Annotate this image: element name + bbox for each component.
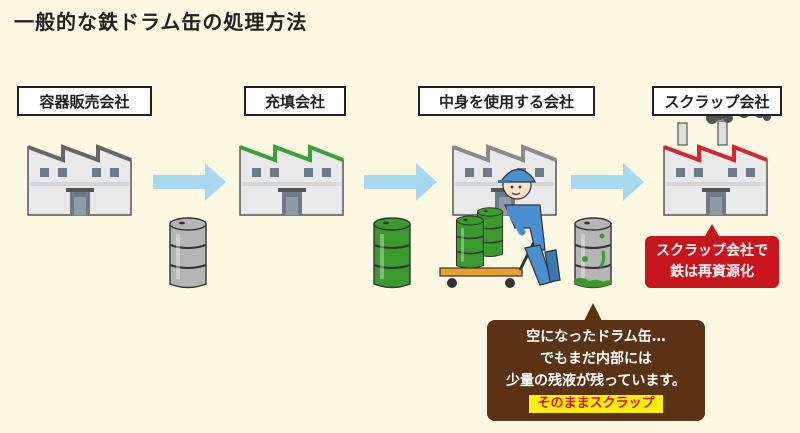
residue-drum-icon bbox=[573, 216, 613, 290]
empty-drum-icon bbox=[168, 216, 208, 290]
empty-callout-pointer bbox=[584, 303, 602, 321]
arrow-icon bbox=[571, 163, 644, 201]
factory-filling-icon bbox=[239, 144, 344, 216]
factory-user-icon bbox=[452, 144, 557, 216]
scrap-as-is-badge: そのままスクラップ bbox=[529, 395, 663, 413]
stage-label-user: 中身を使用する会社 bbox=[418, 86, 595, 116]
page-title: 一般的な鉄ドラム缶の処理方法 bbox=[14, 10, 308, 34]
factory-scrap-icon bbox=[663, 120, 768, 216]
empty-callout-line-2: でもまだ内部には bbox=[540, 351, 652, 367]
stage-label-scrap: スクラップ会社 bbox=[652, 86, 782, 116]
arrow-icon bbox=[364, 163, 437, 201]
stage-label-filling: 充填会社 bbox=[244, 86, 346, 116]
stage-label-container-sales: 容器販売会社 bbox=[17, 86, 152, 116]
filled-drum-icon bbox=[372, 216, 412, 290]
scrap-callout-pointer bbox=[705, 224, 719, 236]
arrow-icon bbox=[153, 163, 226, 201]
factory-container-sales-icon bbox=[27, 144, 132, 216]
empty-drum-callout: 空になったドラム缶… でもまだ内部には 少量の残液が残っています。 そのままスク… bbox=[487, 320, 705, 421]
scrap-callout-line-1: スクラップ会社で bbox=[656, 243, 768, 259]
empty-callout-line-3: 少量の残液が残っています。 bbox=[506, 373, 686, 389]
empty-callout-line-1: 空になったドラム缶… bbox=[526, 329, 666, 345]
scrap-callout-line-2: 鉄は再資源化 bbox=[670, 264, 754, 280]
scrap-callout: スクラップ会社で 鉄は再資源化 bbox=[645, 236, 779, 288]
worker-with-cart-icon bbox=[439, 168, 561, 288]
